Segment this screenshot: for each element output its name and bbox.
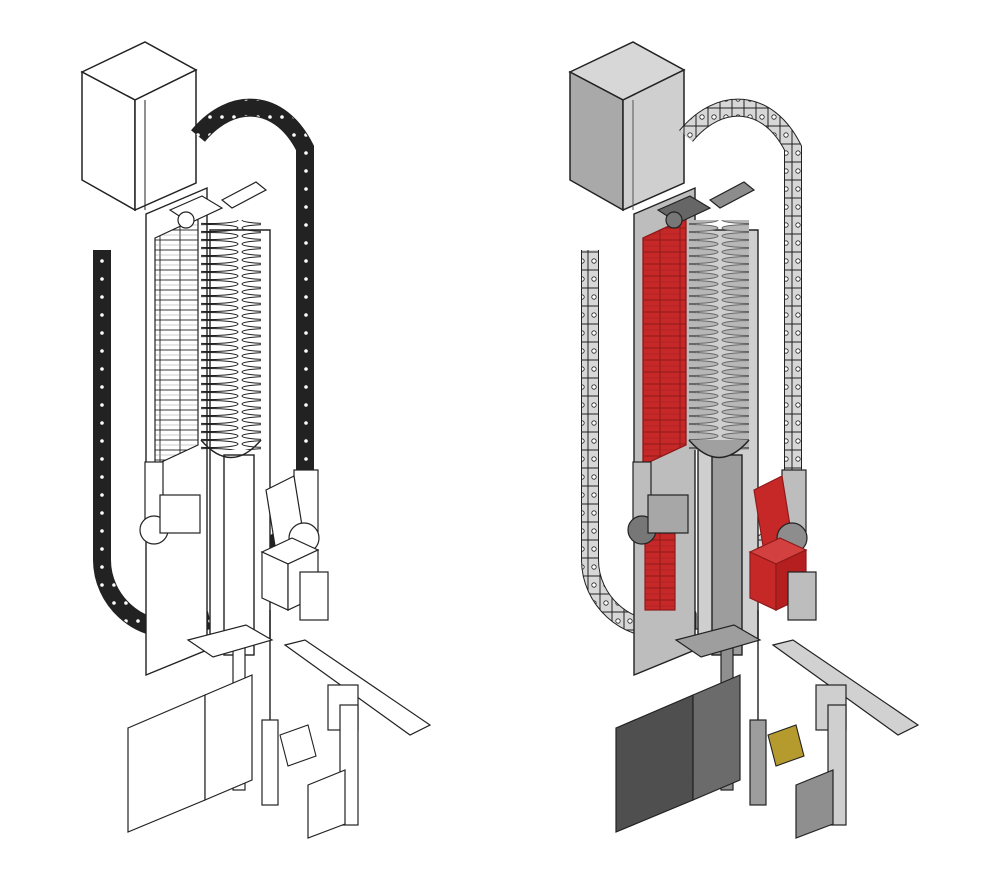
bellows-left [200,220,262,459]
control-cabinet-left [80,41,198,212]
guide-rail-right [771,639,920,839]
shaded-view [568,41,920,839]
guide-rail-left [283,639,432,839]
gearbox-left [260,537,329,621]
bellows-right [688,220,750,459]
line-drawing-view [80,41,432,839]
left-motor-left [139,461,201,545]
gearbox-right [748,537,817,621]
bottom-panels-right [615,624,762,833]
top-motor-left [168,181,268,229]
right-motor-left [265,469,320,554]
bottom-panels-left [127,624,274,833]
nozzle-assembly-right [749,610,805,806]
right-motor-right [753,469,808,554]
left-motor-right [627,461,689,545]
control-cabinet-right [568,41,686,212]
nozzle-assembly-left [261,610,317,806]
top-motor-right [656,181,756,229]
